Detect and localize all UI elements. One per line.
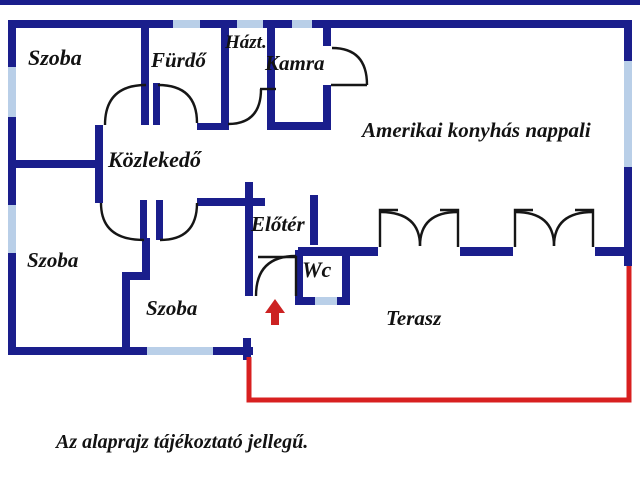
terrace-outline: [246, 266, 632, 403]
entrance-door-leaf: [258, 255, 298, 296]
room-label-eloter: Előtér: [251, 212, 305, 236]
room-label-furdo: Fürdő: [151, 48, 206, 72]
room-label-hazt: Házt.: [225, 32, 267, 53]
room-label-wc: Wc: [302, 257, 332, 282]
room-label-kamra: Kamra: [265, 51, 325, 75]
door-arc-hazt: [227, 88, 263, 126]
door-arc-double-left: [99, 202, 145, 242]
room-label-nappali: Amerikai konyhás nappali: [362, 118, 591, 142]
door-arc-double-right: [159, 202, 199, 242]
room-label-szoba-top-left: Szoba: [28, 45, 82, 70]
disclaimer-note: Az alaprajz tájékoztató jellegű.: [56, 431, 309, 453]
door-symbols: [99, 46, 369, 297]
terrace-french-doors: [378, 208, 595, 247]
entrance-arrow-icon: [265, 299, 285, 325]
entrance-door-arc: [254, 254, 297, 297]
room-label-szoba-bottom-center: Szoba: [146, 296, 198, 320]
door-arc-furdo: [157, 83, 199, 124]
window-segments: [8, 20, 632, 355]
room-label-szoba-bottom-left: Szoba: [27, 248, 79, 272]
door-arc-szoba: [103, 83, 147, 126]
door-arc-kamra: [331, 46, 369, 86]
room-label-kozlekedo: Közlekedő: [108, 147, 201, 172]
room-label-terasz: Terasz: [386, 306, 442, 330]
top-border-bar: [0, 0, 640, 5]
